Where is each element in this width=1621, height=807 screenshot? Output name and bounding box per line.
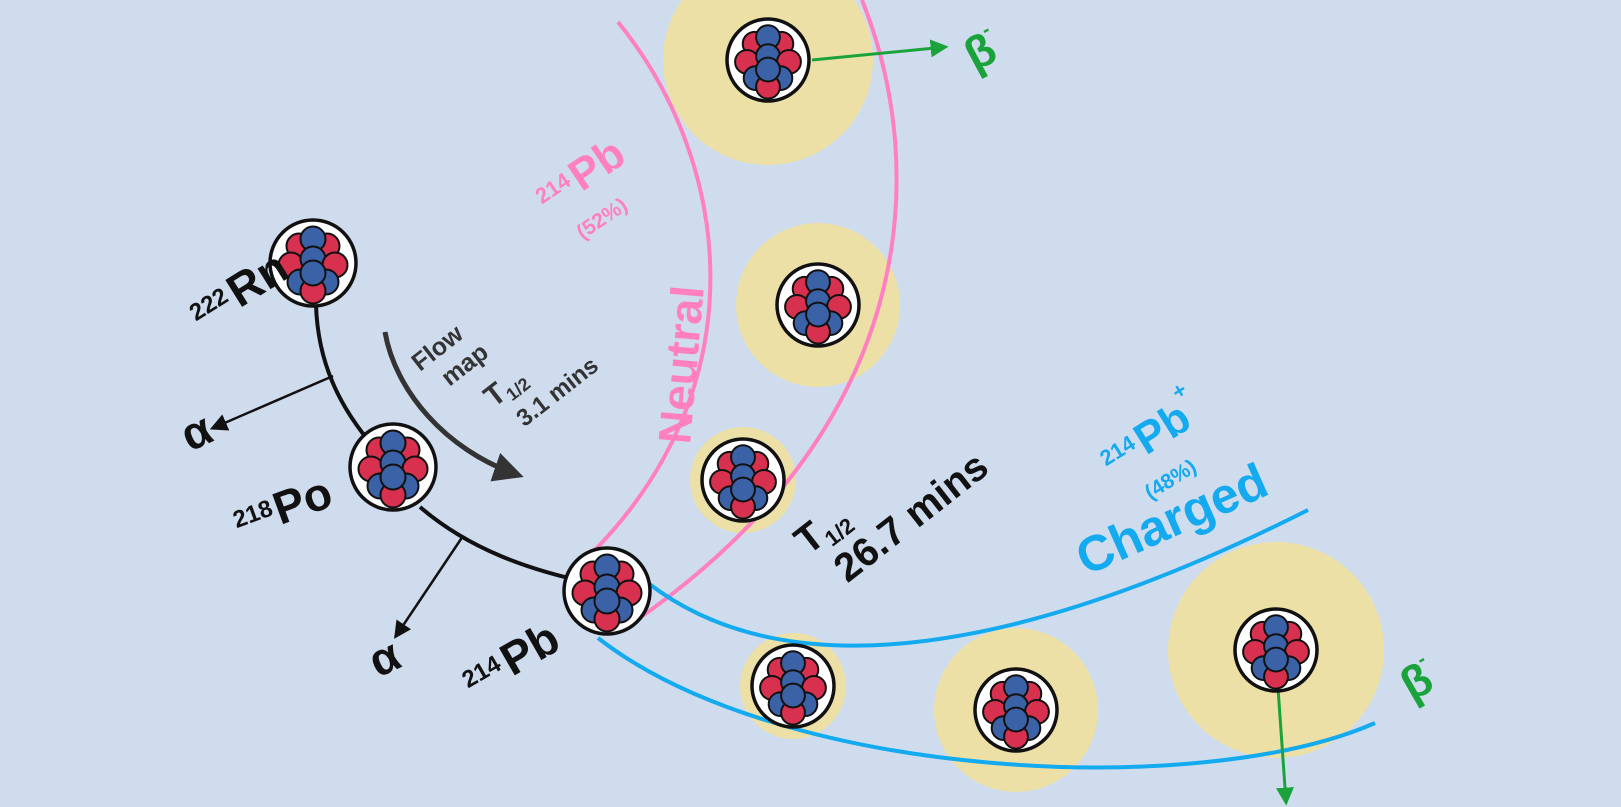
label-pb214: 214 Pb [458,611,569,694]
neutral-branch-label: Neutral [648,283,714,445]
alpha-arrow [209,374,334,431]
decay-chain-line [418,505,591,585]
alpha-label: α [360,628,408,687]
beta-label-charged: β - [1391,648,1441,711]
alpha-label: α [172,402,220,461]
charged-path-upper [646,508,1309,648]
nucleus-neutral-2 [775,262,861,348]
nucleus-charged-3 [1233,607,1319,693]
beta-label-neutral: β - [955,19,1004,81]
svg-text:(52%): (52%) [572,194,631,244]
nucleus-rn222 [268,218,358,308]
neutral-isotope-label: 214 Pb (52%) [531,128,634,244]
nucleus-neutral-1 [725,17,811,103]
svg-text:β: β [1391,652,1441,711]
beta-arrow-neutral [811,39,949,62]
svg-text:26.7 mins: 26.7 mins [826,444,997,591]
label-po218: 218 Po [229,466,339,535]
svg-text:β: β [955,22,1004,81]
nucleus-pb214 [562,546,652,636]
nucleus-po218 [348,422,438,512]
svg-text:218: 218 [229,495,276,534]
flow-map-arrow [382,331,524,482]
nucleus-charged-1 [750,643,836,729]
nucleus-charged-2 [973,667,1059,753]
alpha-arrow [394,535,465,639]
neutral-path-inner [593,20,713,552]
svg-text:Po: Po [266,466,339,535]
flow-map-label: Flow map T1/2 3.1 mins [406,319,603,432]
svg-text:214: 214 [458,650,507,694]
neutral-path-outer [623,0,899,630]
nucleus-neutral-3 [700,437,786,523]
svg-text:Pb: Pb [1125,393,1199,464]
svg-text:222: 222 [185,283,233,327]
charged-path-lower [596,636,1376,770]
beta-arrow-charged [1276,687,1294,806]
